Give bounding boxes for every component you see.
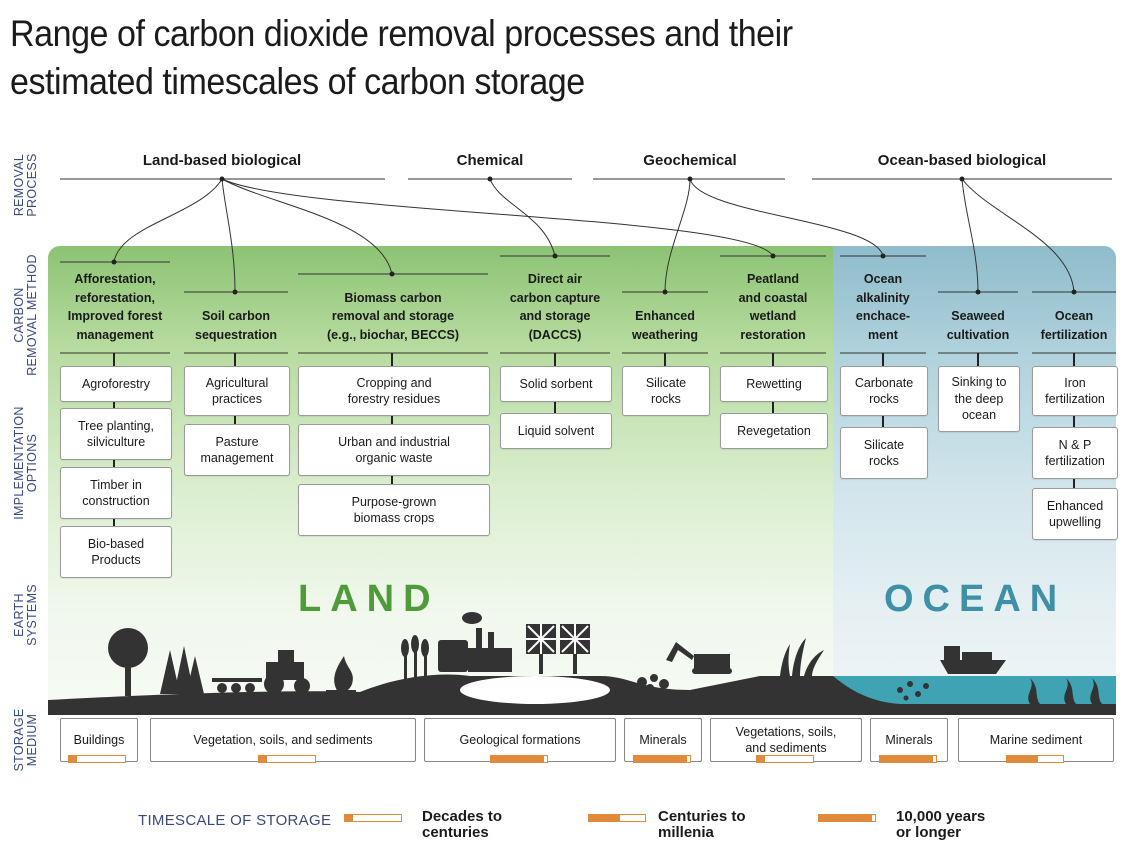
- method-soil-carbon: Soil carbon sequestration: [195, 309, 277, 342]
- option-cropping-residues: Cropping and forestry residues: [298, 366, 490, 416]
- legend-label-10000-years: 10,000 years or longer: [896, 808, 986, 841]
- option-bio-based-products: Bio-based Products: [60, 526, 172, 578]
- process-geochemical: Geochemical: [643, 152, 737, 169]
- option-silicate-rocks: Silicate rocks: [622, 366, 710, 416]
- timescale-bar-vegetations-soils: [756, 755, 814, 763]
- option-rewetting: Rewetting: [720, 366, 828, 402]
- method-seaweed: Seaweed cultivation: [946, 309, 1010, 342]
- timescale-bar-marine-sediment: [1006, 755, 1064, 763]
- storage-buildings: Buildings: [60, 718, 138, 762]
- process-chemical: Chemical: [456, 152, 524, 169]
- option-urban-waste: Urban and industrial organic waste: [298, 424, 490, 476]
- method-ocean-alkalinity: Ocean alkalinity enchace- ment: [855, 272, 911, 342]
- storage-vegetations-soils: Vegetations, soils, and sediments: [710, 718, 862, 762]
- storage-geological: Geological formations: [424, 718, 616, 762]
- timescale-bar-minerals: [633, 755, 691, 763]
- option-pasture-management: Pasture management: [184, 424, 290, 476]
- process-ocean-based-biological: Ocean-based biological: [877, 152, 1047, 169]
- earth-system-land: LAND: [298, 578, 440, 620]
- legend-bar-10000-years: [818, 814, 876, 822]
- earth-system-ocean: OCEAN: [884, 578, 1067, 620]
- option-enhanced-upwelling: Enhanced upwelling: [1032, 488, 1118, 540]
- legend-label-centuries: Centuries to millenia: [658, 808, 746, 841]
- storage-minerals-ocean: Minerals: [870, 718, 948, 762]
- legend-label-decades: Decades to centuries: [422, 808, 503, 841]
- timescale-bar-buildings: [68, 755, 126, 763]
- method-afforestation: Afforestation, reforestation, Improved f…: [67, 272, 163, 342]
- option-iron-fertilization: Iron fertilization: [1032, 366, 1118, 416]
- option-np-fertilization: N & P fertilization: [1032, 427, 1118, 479]
- option-revegetation: Revegetation: [720, 413, 828, 449]
- option-agroforestry: Agroforestry: [60, 366, 172, 402]
- option-sinking-deep-ocean: Sinking to the deep ocean: [938, 366, 1020, 432]
- option-carbonate-rocks: Carbonate rocks: [840, 366, 928, 416]
- method-enhanced-weathering: Enhanced weathering: [632, 309, 698, 342]
- storage-minerals: Minerals: [624, 718, 702, 762]
- storage-vegetation: Vegetation, soils, and sediments: [150, 718, 416, 762]
- method-ocean-fertilization: Ocean fertilization: [1040, 309, 1108, 342]
- option-purpose-grown: Purpose-grown biomass crops: [298, 484, 490, 536]
- timescale-bar-minerals-ocean: [879, 755, 937, 763]
- chart-title: Range of carbon dioxide removal processe…: [10, 13, 793, 102]
- option-silicate-rocks-ocean: Silicate rocks: [840, 427, 928, 479]
- land-background: [48, 246, 838, 706]
- legend-title: TIMESCALE OF STORAGE: [138, 812, 332, 829]
- process-land-based-biological: Land-based biological: [142, 152, 302, 169]
- method-peatland: Peatland and coastal wetland restoration: [738, 272, 808, 342]
- option-timber: Timber in construction: [60, 467, 172, 519]
- option-liquid-solvent: Liquid solvent: [500, 413, 612, 449]
- legend-bar-decades: [344, 814, 402, 822]
- method-biomass: Biomass carbon removal and storage (e.g.…: [327, 290, 459, 342]
- option-tree-planting: Tree planting, silviculture: [60, 408, 172, 460]
- legend-bar-centuries: [588, 814, 646, 822]
- timescale-bar-geological: [490, 755, 548, 763]
- option-solid-sorbent: Solid sorbent: [500, 366, 612, 402]
- method-daccs: Direct air carbon capture and storage (D…: [509, 272, 601, 342]
- option-agricultural-practices: Agricultural practices: [184, 366, 290, 416]
- timescale-bar-vegetation: [258, 755, 316, 763]
